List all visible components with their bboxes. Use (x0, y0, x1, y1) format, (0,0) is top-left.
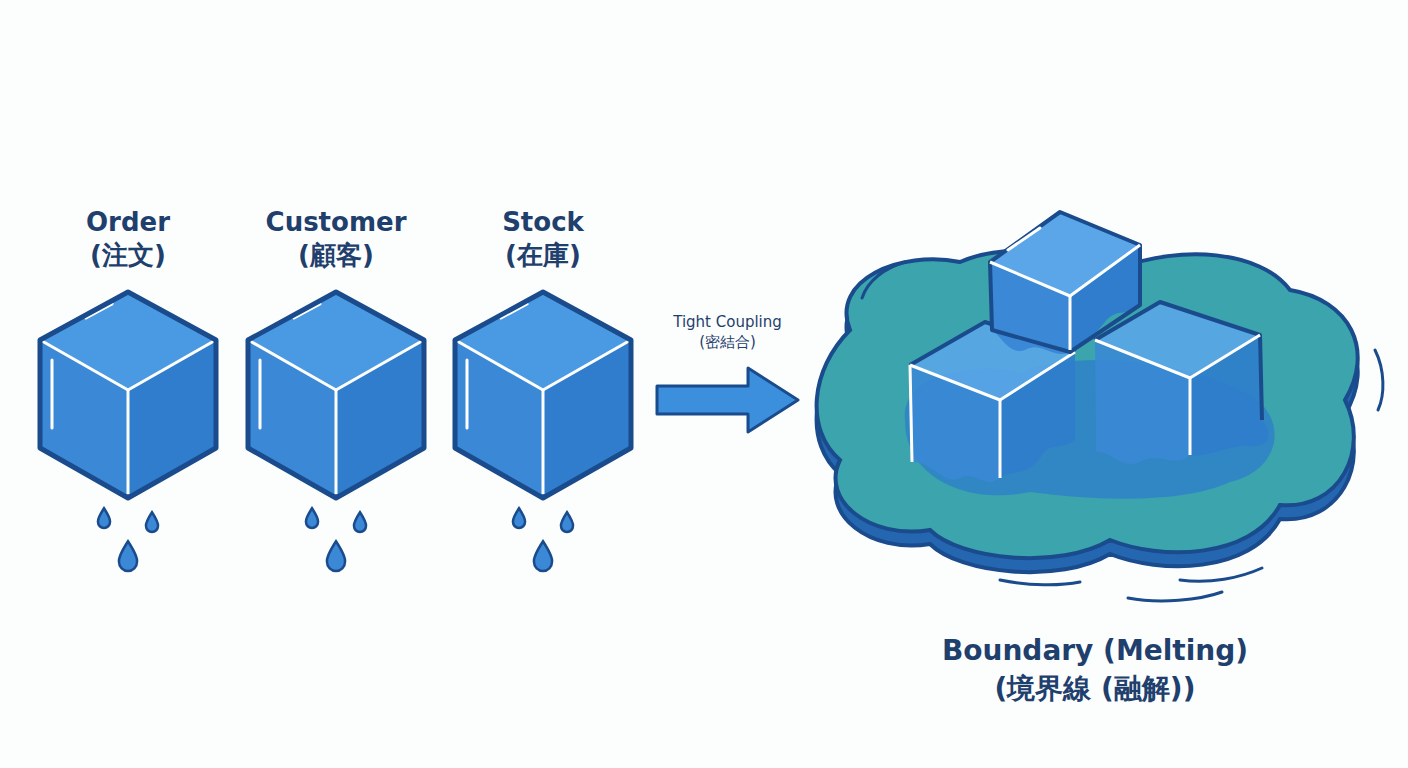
entity-cube: Stock (在庫) (443, 200, 643, 590)
melted-boundary: Boundary (Melting) (境界線 (融解)) (812, 200, 1378, 720)
melting-cube (1095, 302, 1269, 464)
cube-edge-highlight (42, 341, 214, 390)
cube-edge-highlight (335, 390, 338, 494)
water-droplet (119, 541, 137, 571)
boundary-label: Boundary (Melting) (境界線 (融解)) (930, 632, 1260, 708)
cube-edge-highlight (250, 341, 422, 390)
label-group: Stock (在庫) (488, 206, 598, 272)
cube-gloss (51, 360, 54, 428)
water-droplet (534, 541, 552, 571)
water-droplet (354, 512, 366, 532)
ripple-line (1180, 568, 1262, 581)
cube-outline (40, 292, 216, 498)
cube-outline (248, 292, 424, 498)
cube-outline (455, 292, 631, 498)
water-droplet (561, 512, 573, 532)
entity-cube: Customer (顧客) (236, 200, 436, 590)
melting-cube (990, 212, 1140, 354)
water-droplet (98, 508, 110, 528)
entity-label: Stock (在庫) (488, 206, 598, 272)
label-group: Boundary (Melting) (境界線 (融解)) (930, 632, 1260, 708)
cube-gloss (466, 360, 469, 428)
label-group: Customer (顧客) (254, 206, 419, 272)
ripple-line (1128, 592, 1222, 601)
label-group: Order (注文) (73, 206, 183, 272)
edge-label: Tight Coupling (密結合) (663, 312, 793, 352)
water-droplet (306, 508, 318, 528)
ripple-line (862, 262, 905, 298)
water-droplet (146, 512, 158, 532)
entity-label: Order (注文) (73, 206, 183, 272)
water-droplet (513, 508, 525, 528)
cube-gloss (259, 360, 262, 428)
cube-edge-highlight (542, 390, 545, 494)
entity-label: Customer (顧客) (254, 206, 419, 272)
entity-cube: Order (注文) (28, 200, 228, 590)
cube-edge-highlight (127, 390, 130, 494)
ripple-line (1375, 350, 1383, 410)
ripple-line (1000, 580, 1080, 585)
cube-edge-highlight (457, 341, 629, 390)
water-droplet (327, 541, 345, 571)
block-arrow (657, 368, 798, 432)
